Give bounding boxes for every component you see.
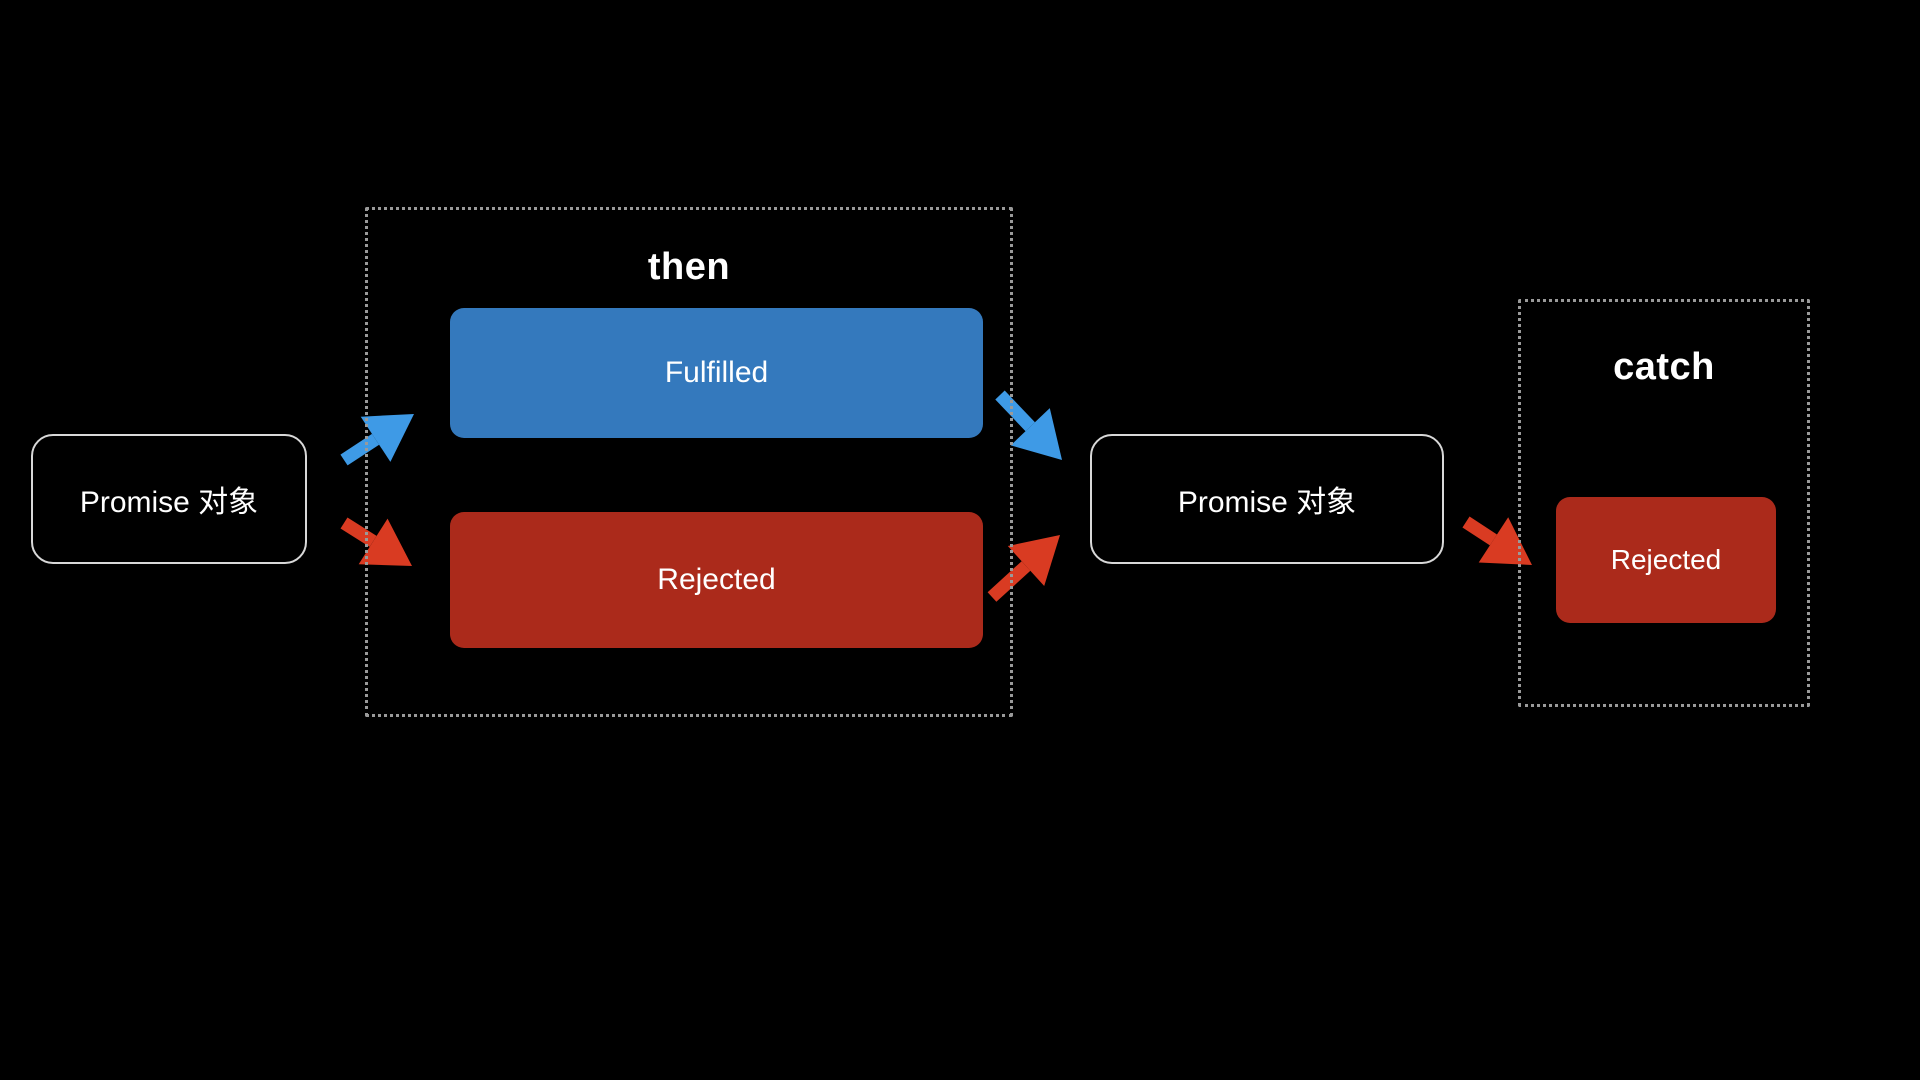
then-group-container: then	[365, 207, 1013, 717]
arrow-head-rejected-to-result-promise	[1007, 535, 1060, 586]
arrow-head-fulfilled-to-result-promise	[1010, 408, 1062, 460]
result-promise-label: Promise 对象	[1177, 486, 1357, 519]
source-promise-label: Promise 对象	[79, 486, 259, 519]
arrow-head-promise-to-fulfilled	[360, 414, 414, 462]
fulfilled-label: Fulfilled	[664, 356, 769, 389]
catch-group-title: catch	[1613, 346, 1715, 388]
fulfilled-state-box[interactable]: Fulfilled	[450, 308, 983, 438]
catch-group-container: catch	[1518, 299, 1810, 707]
then-group-title: then	[647, 246, 731, 288]
rejected-then-label: Rejected	[657, 563, 776, 596]
rejected-catch-label: Rejected	[1610, 544, 1722, 575]
rejected-state-box-catch[interactable]: Rejected	[1556, 497, 1776, 623]
arrow-shaft-promise-to-fulfilled	[340, 433, 380, 466]
result-promise-box[interactable]: Promise 对象	[1090, 434, 1444, 564]
source-promise-box[interactable]: Promise 对象	[31, 434, 307, 564]
arrow-shaft-rejected-to-result-promise	[987, 561, 1031, 602]
arrow-shaft-result-promise-to-catch-rejected	[1462, 516, 1498, 546]
arrow-shaft-fulfilled-to-result-promise	[995, 390, 1035, 432]
rejected-state-box-then[interactable]: Rejected	[450, 512, 983, 648]
arrow-head-promise-to-rejected	[358, 518, 412, 566]
